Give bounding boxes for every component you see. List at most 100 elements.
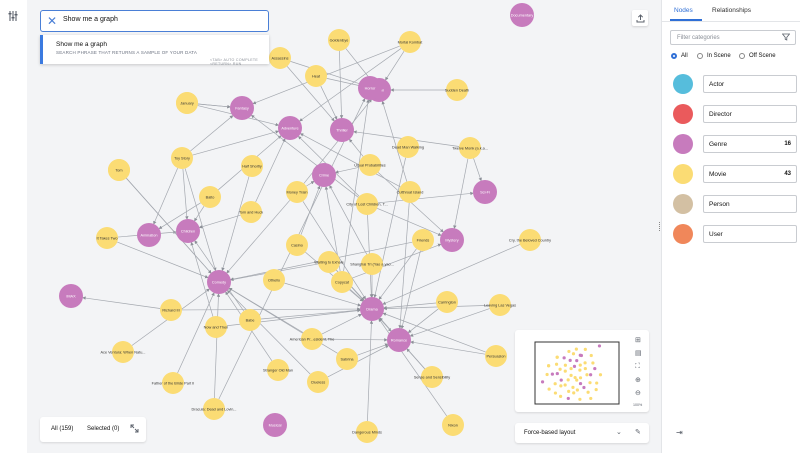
node-circle[interactable]	[399, 181, 421, 203]
node-persuasion[interactable]: Persuasion	[485, 345, 507, 367]
node-othello[interactable]: Othello	[263, 269, 285, 291]
node-sudden-death[interactable]: Sudden Death	[445, 79, 469, 101]
edge-in-genre[interactable]	[153, 167, 178, 225]
category-person[interactable]: Person	[673, 194, 797, 214]
node-circle[interactable]	[331, 271, 353, 293]
edge-in-genre[interactable]	[221, 176, 250, 272]
edge-in-genre[interactable]	[250, 114, 359, 198]
edge-in-genre[interactable]	[409, 308, 490, 337]
node-horror[interactable]: Horror	[358, 76, 382, 100]
radio-all[interactable]	[671, 53, 677, 59]
edge-in-genre[interactable]	[373, 157, 406, 298]
node-sense-sensibility[interactable]: Sense and Sensibility	[414, 366, 450, 388]
node-circle[interactable]	[176, 92, 198, 114]
edit-icon[interactable]: ✎	[635, 429, 641, 436]
node-imax[interactable]: IMAX	[59, 284, 83, 308]
node-circle[interactable]	[360, 297, 384, 321]
node-circle[interactable]	[436, 291, 458, 313]
edge-in-genre[interactable]	[126, 177, 212, 274]
edge-in-genre[interactable]	[357, 343, 389, 356]
node-circle[interactable]	[176, 219, 200, 243]
category-user[interactable]: User	[673, 224, 797, 244]
node-mortal-kombat[interactable]: Mortal Kombat	[398, 31, 424, 53]
edge-in-genre[interactable]	[255, 138, 286, 203]
node-circle[interactable]	[318, 251, 340, 273]
edge-in-genre[interactable]	[214, 293, 221, 399]
edge-in-genre[interactable]	[406, 348, 425, 370]
node-circle[interactable]	[330, 118, 354, 142]
node-circle[interactable]	[356, 193, 378, 215]
zoom-in-icon[interactable]: ⊕	[635, 377, 641, 384]
node-dead-man-walking[interactable]: Dead Man Walking	[392, 136, 424, 158]
node-romance[interactable]: Romance	[387, 328, 411, 352]
node-mystery[interactable]: Mystery	[440, 228, 464, 252]
node-circle[interactable]	[96, 227, 118, 249]
fit-icon[interactable]: ⛶	[635, 363, 640, 370]
node-circle[interactable]	[199, 186, 221, 208]
minimap[interactable]: ⊞ ▤ ⛶ ⊕ ⊖ 100%	[515, 330, 649, 412]
radio-off-scene[interactable]	[739, 53, 745, 59]
node-fantasy[interactable]: Fantasy	[230, 96, 254, 120]
category-name-field[interactable]: Director	[703, 105, 797, 123]
node-casino[interactable]: Casino	[286, 234, 308, 256]
edge-in-genre[interactable]	[320, 85, 338, 120]
node-hm-shortly[interactable]: Half Shortly	[241, 155, 263, 177]
node-circle[interactable]	[485, 345, 507, 367]
node-circle[interactable]	[361, 253, 383, 275]
node-toy-story[interactable]: Toy Story	[171, 147, 193, 169]
edge-in-genre[interactable]	[181, 307, 361, 311]
node-ace-ventura[interactable]: Ace Ventura: When Natu...	[101, 341, 146, 363]
node-circle[interactable]	[263, 269, 285, 291]
node-now-then[interactable]: Now and Then	[204, 316, 229, 338]
node-circle[interactable]	[278, 116, 302, 140]
node-circle[interactable]	[230, 96, 254, 120]
node-stranger-old-man[interactable]: Stranger Old Man	[263, 359, 293, 381]
node-circle[interactable]	[239, 309, 261, 331]
node-american-president[interactable]: American Pr...esident, The	[290, 328, 335, 350]
edge-in-genre[interactable]	[343, 99, 370, 272]
node-goldeneye[interactable]: GoldenEye	[328, 29, 350, 51]
node-copycat[interactable]: Copycat	[331, 271, 353, 293]
edge-in-genre[interactable]	[367, 320, 374, 422]
node-dracula[interactable]: Dracula: Dead and Lovin...	[192, 398, 237, 420]
all-count[interactable]: All (159)	[51, 426, 74, 432]
edge-in-genre[interactable]	[117, 241, 209, 279]
map-icon[interactable]: ⊞	[635, 337, 641, 344]
node-circle[interactable]	[171, 147, 193, 169]
node-shanghai-triad[interactable]: Shanghai Tri (Yao a yao...	[350, 253, 394, 275]
node-adventure[interactable]: Adventure	[278, 116, 302, 140]
node-circle[interactable]	[510, 3, 534, 27]
node-circle[interactable]	[336, 348, 358, 370]
node-assassins[interactable]: Assassins	[269, 47, 291, 69]
node-circle[interactable]	[446, 79, 468, 101]
node-cutthroat-island[interactable]: Cutthroat Island	[397, 181, 424, 203]
filter-categories-input[interactable]: Filter categories	[670, 30, 796, 45]
edge-in-genre[interactable]	[400, 250, 421, 330]
node-children[interactable]: Children	[176, 219, 200, 243]
node-tom-huck[interactable]: Tom and Huck	[239, 201, 263, 223]
node-circle[interactable]	[286, 234, 308, 256]
node-circle[interactable]	[305, 65, 327, 87]
node-crime[interactable]: Crime	[312, 163, 336, 187]
radio-in-scene[interactable]	[697, 53, 703, 59]
node-circle[interactable]	[59, 284, 83, 308]
node-circle[interactable]	[205, 316, 227, 338]
edge-in-genre[interactable]	[284, 282, 362, 307]
category-director[interactable]: Director	[673, 104, 797, 124]
edge-in-genre[interactable]	[383, 304, 490, 311]
zoom-out-icon[interactable]: ⊖	[635, 390, 641, 397]
edge-in-genre[interactable]	[381, 100, 408, 182]
search-input[interactable]: ✕ Show me a graph	[40, 10, 269, 32]
edge-in-genre[interactable]	[383, 302, 437, 310]
panel-divider[interactable]	[659, 0, 662, 453]
node-circle[interactable]	[307, 371, 329, 393]
node-cry-beloved[interactable]: Cry, the Beloved Country	[509, 229, 551, 251]
category-color-swatch[interactable]	[673, 224, 693, 244]
node-circle[interactable]	[358, 76, 382, 100]
node-circle[interactable]	[207, 270, 231, 294]
node-twelve-monkeys[interactable]: Twelve Monk (a.k.a...	[452, 137, 488, 159]
node-circle[interactable]	[267, 359, 289, 381]
edge-in-genre[interactable]	[182, 168, 189, 220]
